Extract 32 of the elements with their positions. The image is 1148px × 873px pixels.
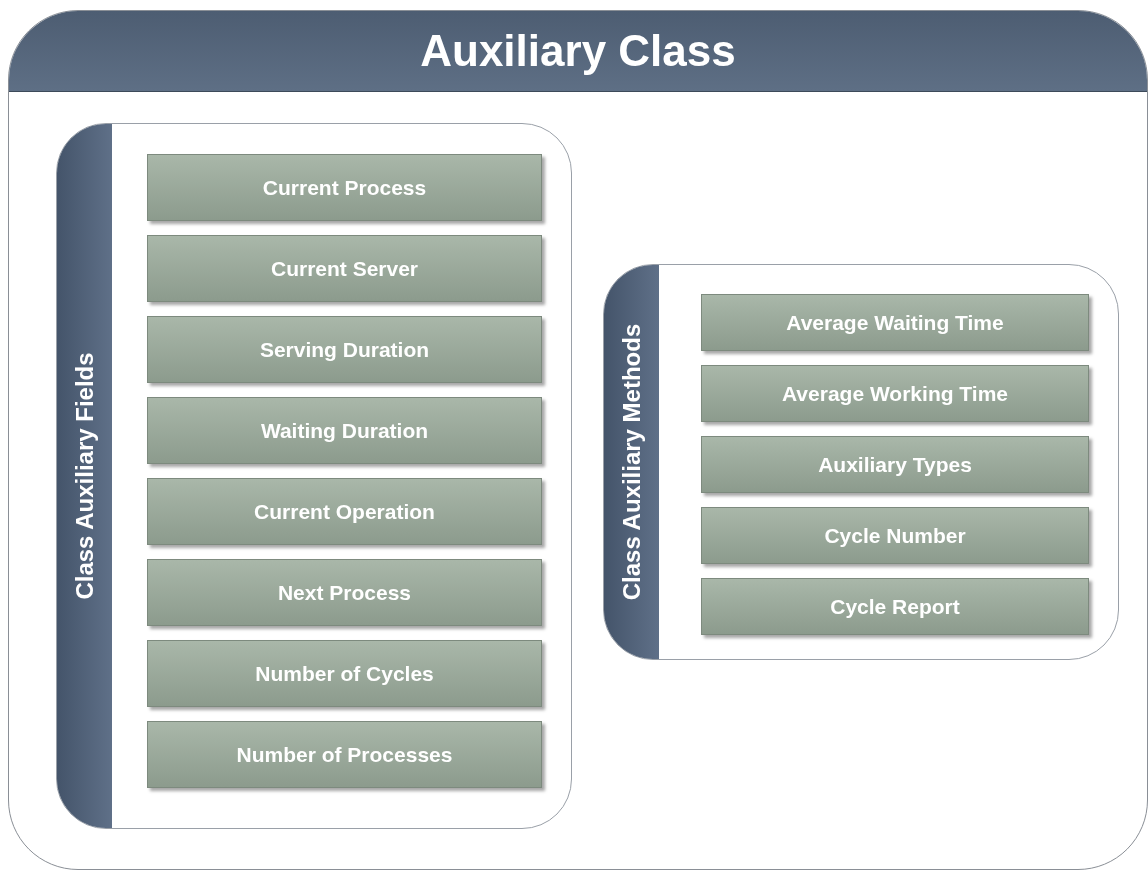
outer-panel xyxy=(8,10,1148,870)
item-box xyxy=(147,316,542,383)
item-box xyxy=(701,365,1089,422)
item-label: Waiting Duration xyxy=(260,418,429,443)
item-box xyxy=(147,559,542,626)
item-box xyxy=(701,507,1089,564)
item-label: Number of Cycles xyxy=(255,661,434,686)
item-box xyxy=(701,436,1089,493)
title-text: Auxiliary Class xyxy=(420,26,736,76)
item-label: Current Server xyxy=(270,256,419,281)
item-label: Auxiliary Types xyxy=(818,452,972,477)
group-title: Class Auxiliary Methods xyxy=(617,323,646,601)
item-box xyxy=(147,154,542,221)
item-box xyxy=(701,578,1089,635)
item-label: Current Operation xyxy=(254,499,435,524)
group-panel xyxy=(603,264,1119,660)
item-label: Serving Duration xyxy=(259,337,430,362)
item-label: Next Process xyxy=(277,580,412,605)
item-label: Current Process xyxy=(262,175,427,200)
item-box xyxy=(147,478,542,545)
group-panel xyxy=(56,123,572,829)
item-box xyxy=(701,294,1089,351)
item-label: Average Waiting Time xyxy=(786,310,1004,335)
item-box xyxy=(147,397,542,464)
item-label: Number of Processes xyxy=(236,742,453,767)
item-box xyxy=(147,721,542,788)
item-label: Average Working Time xyxy=(782,381,1008,406)
group-title: Class Auxiliary Fields xyxy=(70,352,99,600)
item-box xyxy=(147,640,542,707)
item-label: Cycle Report xyxy=(830,594,960,619)
item-label: Cycle Number xyxy=(824,523,966,548)
item-box xyxy=(147,235,542,302)
